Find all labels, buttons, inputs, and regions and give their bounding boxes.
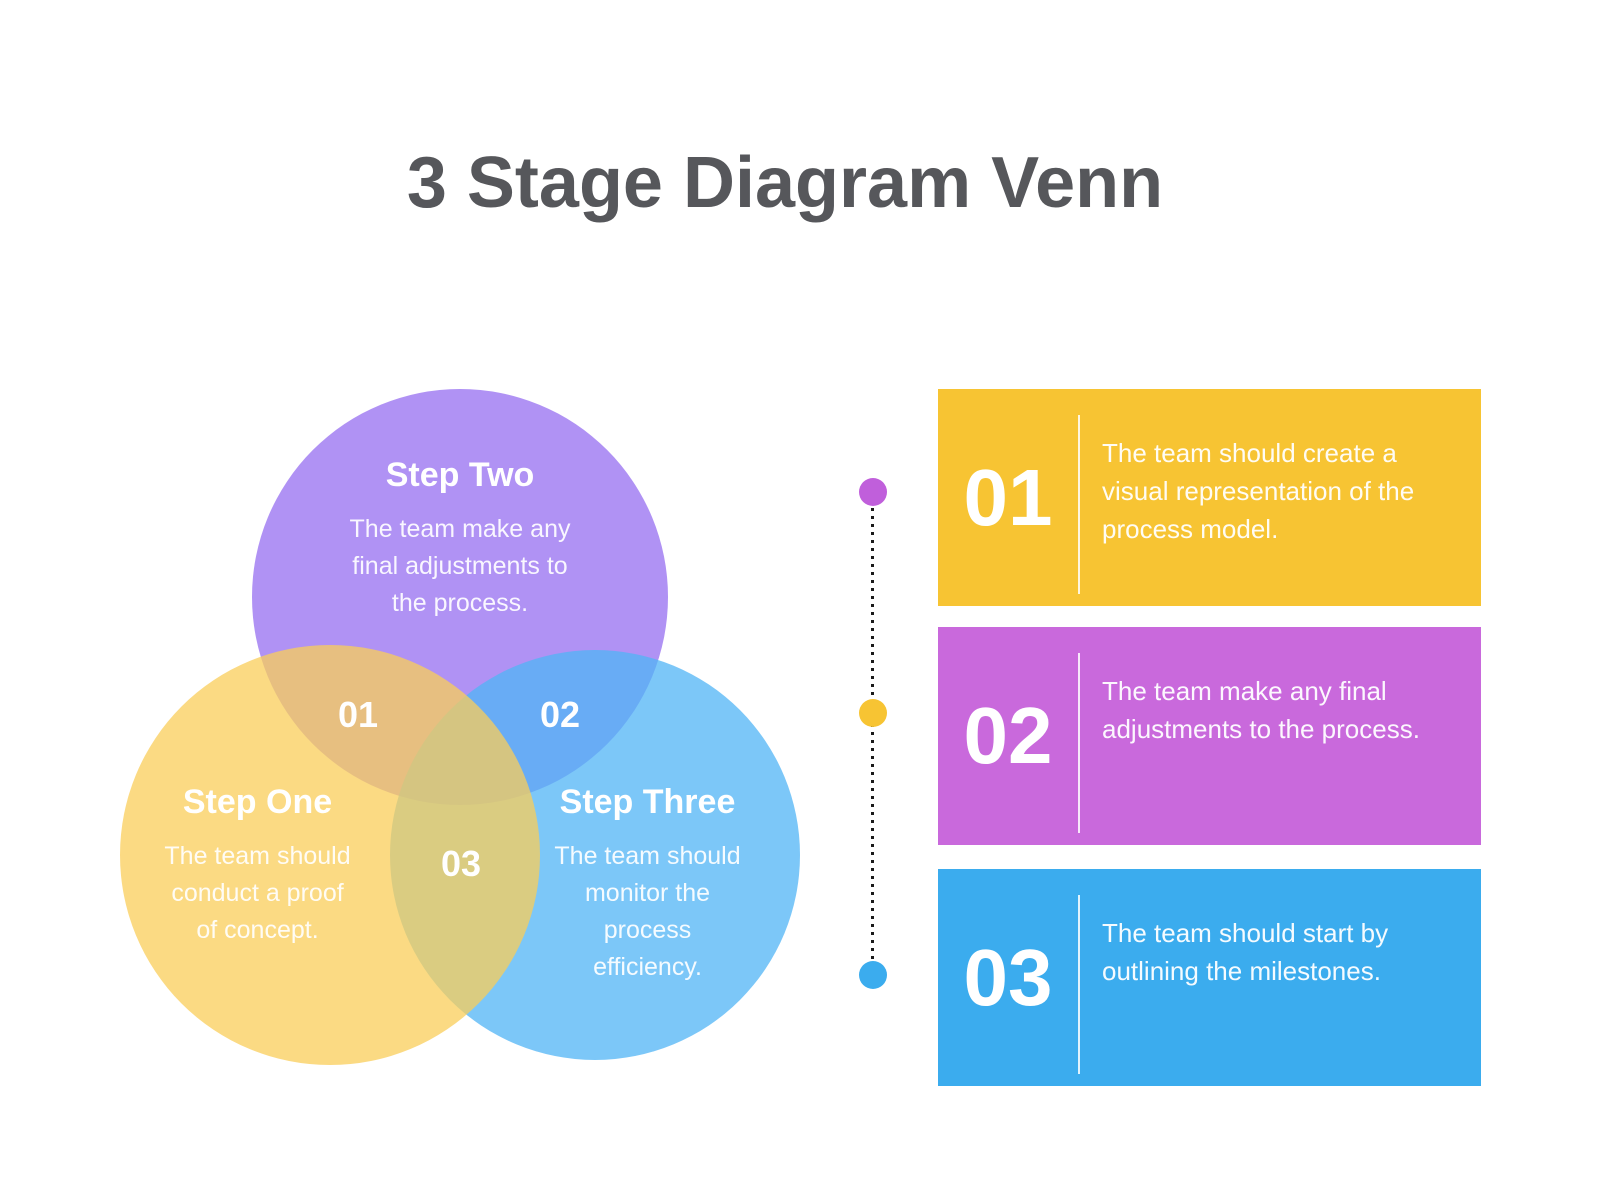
step-two-body: The team make any final adjustments to t… bbox=[349, 515, 571, 617]
overlap-label-02: 02 bbox=[539, 694, 581, 735]
overlap-label-01: 01 bbox=[337, 694, 379, 735]
card-03-text: The team should start by outlining the m… bbox=[1102, 918, 1389, 986]
timeline-dot-3 bbox=[859, 961, 887, 989]
card-03-divider bbox=[1078, 895, 1080, 1074]
step-three-text-block: Step Three The team should monitor the p… bbox=[515, 783, 780, 986]
card-01-divider bbox=[1078, 415, 1080, 594]
timeline-dot-1 bbox=[859, 478, 887, 506]
timeline-dotted-line bbox=[871, 492, 874, 975]
step-two-text-block: Step Two The team make any final adjustm… bbox=[290, 456, 630, 622]
step-one-body: The team should conduct a proof of conce… bbox=[164, 842, 351, 944]
card-02-number: 02 bbox=[963, 691, 1053, 780]
card-03-number: 03 bbox=[963, 932, 1053, 1022]
step-one-text-block: Step One The team should conduct a proof… bbox=[125, 783, 390, 949]
venn-circle-step-one bbox=[120, 645, 540, 1065]
timeline-dot-2 bbox=[859, 699, 887, 727]
step-three-body: The team should monitor the process effi… bbox=[554, 842, 741, 981]
card-01-number: 01 bbox=[963, 452, 1053, 542]
step-card-02: 02 The team make any final adjustments t… bbox=[938, 627, 1481, 845]
overlap-label-03: 03 bbox=[440, 843, 482, 884]
step-card-01: 01 The team should create a visual repre… bbox=[938, 389, 1481, 606]
page-title: 3 Stage Diagram Venn bbox=[406, 143, 1164, 223]
step-two-heading: Step Two bbox=[385, 456, 535, 494]
step-one-heading: Step One bbox=[182, 783, 333, 821]
step-card-03: 03 The team should start by outlining th… bbox=[938, 869, 1481, 1086]
card-02-text: The team make any final adjustments to t… bbox=[1102, 676, 1420, 744]
card-02-divider bbox=[1078, 653, 1080, 833]
card-01-text: The team should create a visual represen… bbox=[1102, 438, 1415, 544]
step-three-heading: Step Three bbox=[559, 783, 736, 821]
